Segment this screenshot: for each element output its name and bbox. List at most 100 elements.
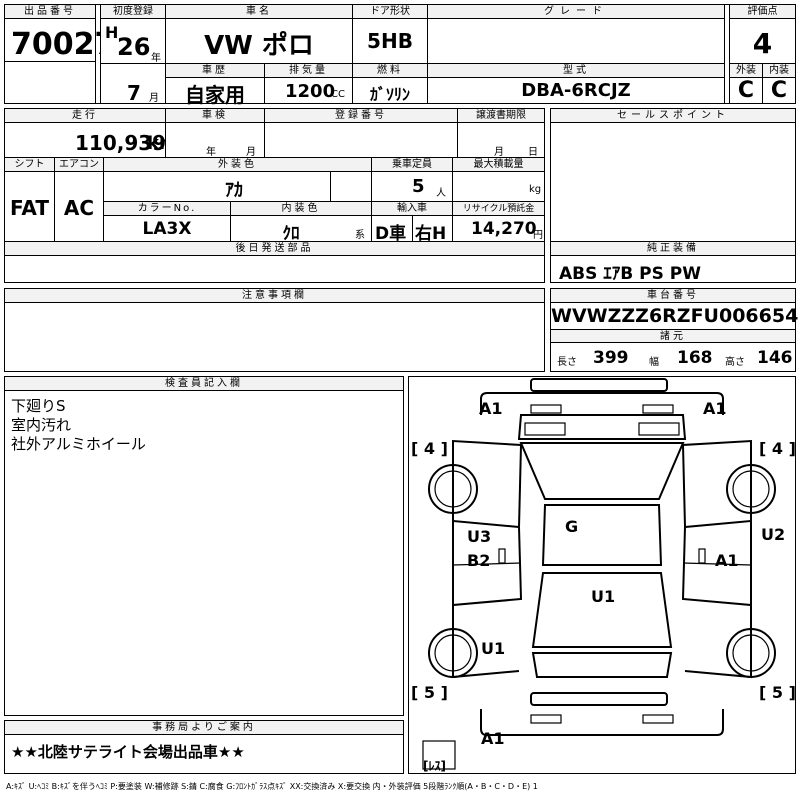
std-equip-label: 純正装備 <box>551 242 795 256</box>
model-code-label: 型式 <box>428 64 724 78</box>
displacement-cell: 排気量 1200 CC <box>264 63 353 104</box>
mark-left-front-door-a: U3 <box>467 527 492 546</box>
inspector-note: 社外アルミホイール <box>11 435 146 453</box>
shift-label: シフト <box>5 158 54 172</box>
inspection-month-unit: 月 <box>246 147 256 158</box>
mark-spare: [ﾚｽ] <box>423 759 446 773</box>
reg-no-label: 登録番号 <box>265 109 457 123</box>
sales-points-label: セールスポイント <box>551 109 795 123</box>
transfer-month-unit: 月 <box>494 147 504 158</box>
std-equipment: ABS ｴｱB PS PW <box>559 264 701 284</box>
mark-roof: G <box>565 517 579 536</box>
fuel-cell: 燃料 ｶﾞｿﾘﾝ <box>352 63 428 104</box>
import-type: D車 <box>375 224 407 244</box>
mark-right-front-door: U2 <box>761 525 786 544</box>
mark-front-right: A1 <box>703 399 727 418</box>
score: 4 <box>752 27 773 60</box>
vin-cell: 車台番号 WVWZZZ6RZFU006654 諸元 長さ 399 幅 168 高… <box>550 288 799 372</box>
later-parts-label: 後日発送部品 <box>5 242 544 256</box>
capacity-cell: 乗車定員 5 人 <box>371 157 453 202</box>
lot-number-cell: 出品番号 70027 <box>4 4 115 104</box>
registration-year: 26 <box>117 33 151 61</box>
first-registration-label: 初度登録 <box>101 5 165 19</box>
car-name-label: 車名 <box>166 5 352 19</box>
registration-month: 7 <box>127 81 141 105</box>
first-registration-cell: 初度登録 H 26 年 7 月 <box>100 4 166 105</box>
mileage: 110,939 <box>75 131 167 155</box>
displacement-label: 排気量 <box>265 64 352 78</box>
fuel: ｶﾞｿﾘﾝ <box>369 85 410 104</box>
vin: WVWZZZ6RZFU006654 <box>551 305 799 327</box>
shift-cell: シフト FAT <box>4 157 55 242</box>
mark-left-front-door-b: B2 <box>467 551 491 570</box>
era-mark: H <box>105 23 119 42</box>
grade-label: グレード <box>428 5 724 19</box>
score-cell: 評価点 4 <box>729 4 796 64</box>
kei-unit: 系 <box>355 230 365 241</box>
inspection-cell: 車検 年 月 <box>165 108 265 158</box>
max-load-cell: 最大積載量 kg <box>452 157 545 202</box>
lot-number: 70027 <box>11 27 116 62</box>
aircon-cell: エアコン AC <box>54 157 104 242</box>
exterior-grade-cell: 外装 C <box>729 63 763 104</box>
cc-unit: CC <box>331 89 345 100</box>
lot-number-label: 出品番号 <box>5 5 95 19</box>
color-no-cell: カラーNo. LA3X <box>103 201 231 242</box>
mark-rear-bumper: A1 <box>481 729 505 748</box>
mark-front-left: A1 <box>479 399 503 418</box>
mark-tire-fl: [ 4 ] <box>411 439 448 458</box>
inspector-cell: 検査員記入欄 下廻りS 室内汚れ 社外アルミホイール <box>4 376 404 716</box>
inspection-label: 車検 <box>166 109 264 123</box>
int-color: ｸﾛ <box>282 224 300 244</box>
model-code-cell: 型式 DBA-6RCJZ <box>427 63 725 104</box>
exterior-grade: C <box>737 78 755 103</box>
car-name: VW ポロ <box>204 31 314 61</box>
capacity: 5 <box>412 176 425 197</box>
import-label: 輸入車 <box>372 202 452 216</box>
int-color-label: 内装色 <box>231 202 371 216</box>
color-no-label: カラーNo. <box>104 202 230 216</box>
sales-points-cell: セールスポイント <box>550 108 796 242</box>
mark-cabin: U1 <box>591 587 616 606</box>
interior-grade: C <box>770 78 788 103</box>
recycle-cell: リサイクル預託金 14,270 円 <box>452 201 545 242</box>
int-color-cell: 内装色 ｸﾛ 系 <box>230 201 372 244</box>
aircon-label: エアコン <box>55 158 103 172</box>
capacity-label: 乗車定員 <box>372 158 452 172</box>
specs-label: 諸元 <box>551 329 795 343</box>
car-history: 自家用 <box>185 83 245 107</box>
ext-color: ｱｶ <box>225 180 243 201</box>
later-parts-cell: 後日発送部品 <box>4 241 545 283</box>
mark-tire-rr: [ 5 ] <box>759 683 796 702</box>
length-label: 長さ <box>557 357 577 368</box>
score-label: 評価点 <box>730 5 795 19</box>
displacement: 1200 <box>285 81 336 102</box>
persons-unit: 人 <box>436 188 446 199</box>
office-cell: 事務局よりご案内 ★★北陸サテライト会場出品車★★ <box>4 720 404 774</box>
shift: FAT <box>10 196 49 220</box>
recycle-label: リサイクル預託金 <box>453 202 544 216</box>
office-notice: ★★北陸サテライト会場出品車★★ <box>11 743 245 761</box>
grade-cell: グレード <box>427 4 725 64</box>
history-label: 車歴 <box>166 64 264 78</box>
import-cell: 輸入車 D車 右H <box>371 201 453 244</box>
interior-grade-cell: 内装 C <box>762 63 796 104</box>
car-name-cell: 車名 VW ポロ <box>165 4 353 64</box>
transfer-cell: 譲渡書期限 月 月 日 <box>457 108 545 158</box>
fuel-label: 燃料 <box>353 64 427 78</box>
color-no: LA3X <box>142 219 192 239</box>
yen-unit: 円 <box>533 230 543 241</box>
inspection-year-unit: 年 <box>206 147 216 158</box>
inspector-label: 検査員記入欄 <box>5 377 403 391</box>
inspector-note: 室内汚れ <box>11 416 72 434</box>
exterior-label: 外装 <box>730 64 762 78</box>
legend: A:ｷｽﾞ U:ﾍｺﾐ B:ｷｽﾞを伴うﾍｺﾐ P:要塗装 W:補修跡 S:錆 … <box>6 782 538 791</box>
model-code: DBA-6RCJZ <box>521 80 631 101</box>
year-unit: 年 <box>151 53 161 64</box>
interior-label: 内装 <box>763 64 795 78</box>
kg-unit: kg <box>529 184 542 195</box>
door-label: ドア形状 <box>353 5 427 19</box>
width: 168 <box>677 348 713 368</box>
notes-label: 注意事項欄 <box>5 289 544 303</box>
mileage-cell: 走行 110,939 km <box>4 108 178 158</box>
